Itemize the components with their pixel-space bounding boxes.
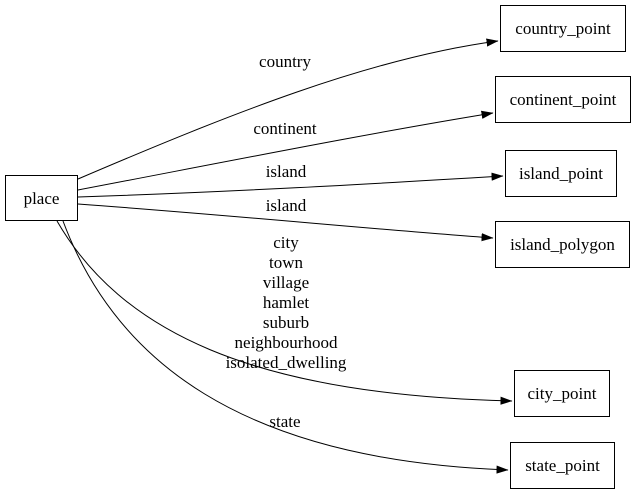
edge-label-state: state [269, 412, 301, 431]
node-state_point: state_point [510, 442, 615, 489]
edge-place-state_point [62, 220, 509, 474]
edge-label-island-point: island [265, 162, 307, 181]
edge-place-island_point [77, 172, 504, 198]
edge-place-continent_point [77, 110, 494, 191]
edge-place-city_point [56, 220, 513, 405]
edge-label-island-polygon: island [265, 196, 307, 215]
node-place: place [5, 175, 78, 221]
node-island_polygon: island_polygon [495, 221, 630, 268]
edge-label-continent: continent [253, 119, 317, 138]
node-country_point: country_point [500, 5, 626, 52]
edge-place-island_polygon [77, 203, 494, 242]
edge-label-city-types: city town village hamlet suburb neighbou… [225, 233, 347, 372]
edge-label-country: country [259, 52, 311, 71]
edge-place-country_point [77, 38, 499, 180]
node-city_point: city_point [514, 370, 610, 417]
node-continent_point: continent_point [495, 76, 631, 123]
node-island_point: island_point [505, 150, 617, 197]
